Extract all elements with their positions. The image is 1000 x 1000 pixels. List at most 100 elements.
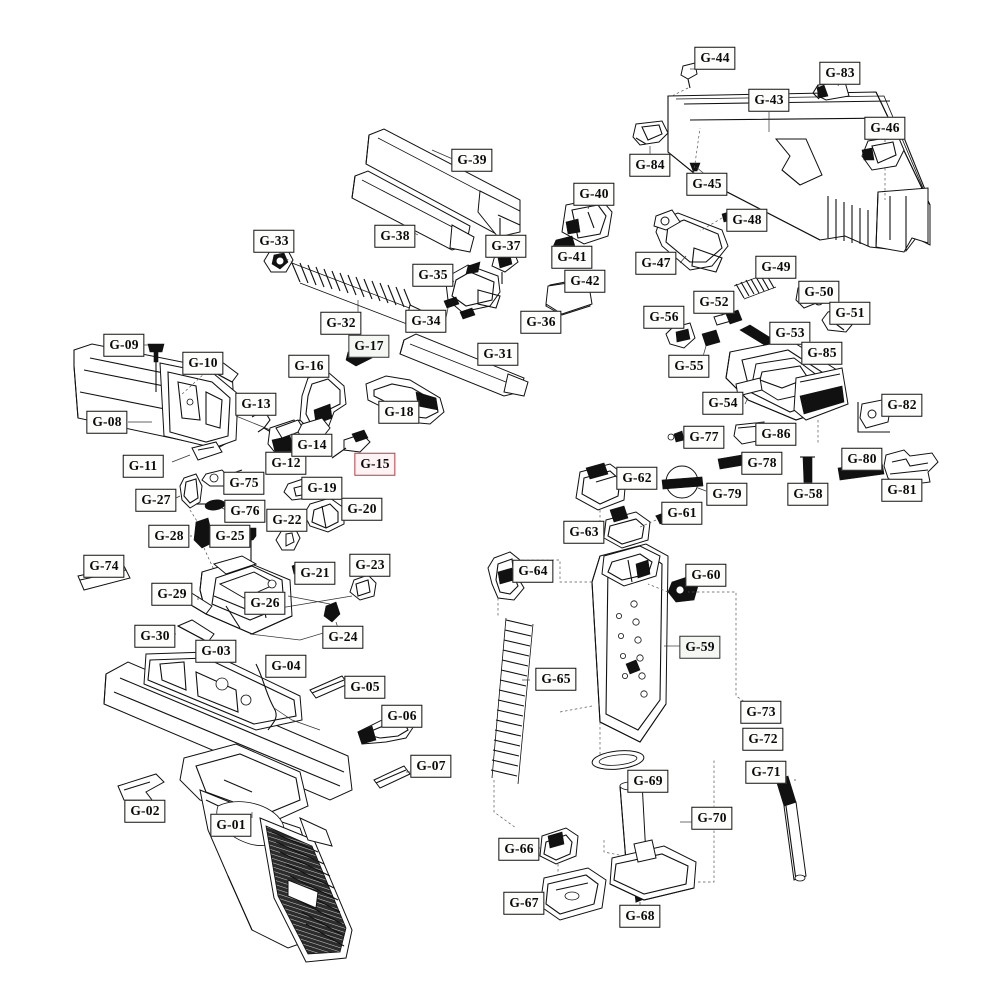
part-label-g-49[interactable]: G-49 [755, 255, 797, 279]
part-label-g-52[interactable]: G-52 [693, 290, 735, 314]
part-label-g-75[interactable]: G-75 [223, 471, 265, 495]
part-label-g-77[interactable]: G-77 [683, 425, 725, 449]
part-label-g-05[interactable]: G-05 [344, 675, 386, 699]
part-label-g-02[interactable]: G-02 [124, 799, 166, 823]
part-g71 [775, 775, 807, 882]
part-label-g-30[interactable]: G-30 [134, 624, 176, 648]
part-label-g-09[interactable]: G-09 [103, 333, 145, 357]
part-label-g-74[interactable]: G-74 [83, 554, 125, 578]
part-label-g-45[interactable]: G-45 [686, 172, 728, 196]
part-label-g-11[interactable]: G-11 [122, 454, 164, 478]
part-g22 [275, 524, 301, 551]
part-label-g-14[interactable]: G-14 [291, 433, 333, 457]
part-label-g-36[interactable]: G-36 [520, 310, 562, 334]
part-label-g-27[interactable]: G-27 [135, 488, 177, 512]
part-label-g-25[interactable]: G-25 [209, 524, 251, 548]
part-label-g-03[interactable]: G-03 [195, 639, 237, 663]
part-g65-spring [490, 617, 534, 829]
part-label-g-83[interactable]: G-83 [819, 61, 861, 85]
part-label-g-04[interactable]: G-04 [265, 654, 307, 678]
part-label-g-86[interactable]: G-86 [755, 422, 797, 446]
part-label-g-66[interactable]: G-66 [498, 837, 540, 861]
part-label-g-28[interactable]: G-28 [148, 524, 190, 548]
part-label-g-06[interactable]: G-06 [381, 704, 423, 728]
part-label-g-33[interactable]: G-33 [253, 229, 295, 253]
part-label-g-76[interactable]: G-76 [224, 499, 266, 523]
part-label-g-23[interactable]: G-23 [349, 553, 391, 577]
part-label-g-84[interactable]: G-84 [629, 153, 671, 177]
part-label-g-60[interactable]: G-60 [685, 563, 727, 587]
part-label-g-68[interactable]: G-68 [619, 904, 661, 928]
part-label-g-46[interactable]: G-46 [864, 116, 906, 140]
part-label-g-43[interactable]: G-43 [748, 88, 790, 112]
part-label-g-55[interactable]: G-55 [668, 354, 710, 378]
part-label-g-12[interactable]: G-12 [265, 451, 307, 475]
part-label-g-20[interactable]: G-20 [341, 497, 383, 521]
part-label-g-21[interactable]: G-21 [294, 561, 336, 585]
part-g67 [539, 867, 607, 921]
part-label-g-26[interactable]: G-26 [244, 591, 286, 615]
part-g35 [445, 261, 501, 313]
part-label-g-81[interactable]: G-81 [881, 478, 923, 502]
part-label-g-85[interactable]: G-85 [801, 341, 843, 365]
part-g11 [171, 441, 223, 463]
part-label-g-42[interactable]: G-42 [564, 269, 606, 293]
part-label-g-41[interactable]: G-41 [551, 245, 593, 269]
part-g33 [263, 246, 294, 273]
part-label-g-15[interactable]: G-15 [354, 452, 396, 476]
part-label-g-37[interactable]: G-37 [485, 234, 527, 258]
part-label-g-38[interactable]: G-38 [374, 224, 416, 248]
part-label-g-16[interactable]: G-16 [288, 354, 330, 378]
part-label-g-63[interactable]: G-63 [563, 520, 605, 544]
part-label-g-01[interactable]: G-01 [210, 813, 252, 837]
part-label-g-40[interactable]: G-40 [573, 182, 615, 206]
part-g18 [365, 375, 445, 425]
part-label-g-71[interactable]: G-71 [745, 760, 787, 784]
part-label-g-13[interactable]: G-13 [235, 392, 277, 416]
part-label-g-44[interactable]: G-44 [694, 46, 736, 70]
part-label-g-50[interactable]: G-50 [798, 280, 840, 304]
part-label-g-19[interactable]: G-19 [301, 476, 343, 500]
part-label-g-69[interactable]: G-69 [627, 769, 669, 793]
part-label-g-80[interactable]: G-80 [841, 447, 883, 471]
part-label-g-48[interactable]: G-48 [726, 208, 768, 232]
part-label-g-82[interactable]: G-82 [881, 393, 923, 417]
part-label-g-22[interactable]: G-22 [266, 508, 308, 532]
part-g15 [331, 429, 371, 459]
part-label-g-39[interactable]: G-39 [451, 148, 493, 172]
part-label-g-07[interactable]: G-07 [410, 754, 452, 778]
part-g24 [323, 601, 341, 629]
part-label-g-62[interactable]: G-62 [616, 466, 658, 490]
part-label-g-54[interactable]: G-54 [702, 391, 744, 415]
part-label-g-61[interactable]: G-61 [661, 501, 703, 525]
part-label-g-32[interactable]: G-32 [320, 311, 362, 335]
part-label-g-59[interactable]: G-59 [679, 635, 721, 659]
part-g62 [575, 462, 627, 524]
part-label-g-78[interactable]: G-78 [741, 451, 783, 475]
part-label-g-10[interactable]: G-10 [182, 351, 224, 375]
part-label-g-56[interactable]: G-56 [643, 305, 685, 329]
part-label-g-58[interactable]: G-58 [787, 482, 829, 506]
part-label-g-65[interactable]: G-65 [535, 667, 577, 691]
part-g40 [561, 197, 613, 245]
part-label-g-53[interactable]: G-53 [769, 321, 811, 345]
part-label-g-64[interactable]: G-64 [512, 559, 554, 583]
part-label-g-29[interactable]: G-29 [151, 582, 193, 606]
part-label-g-73[interactable]: G-73 [740, 700, 782, 724]
part-label-g-79[interactable]: G-79 [706, 482, 748, 506]
part-g07 [373, 765, 411, 789]
part-label-g-67[interactable]: G-67 [503, 891, 545, 915]
part-label-g-17[interactable]: G-17 [348, 334, 390, 358]
part-label-g-24[interactable]: G-24 [322, 625, 364, 649]
part-label-g-70[interactable]: G-70 [691, 806, 733, 830]
part-label-g-72[interactable]: G-72 [742, 727, 784, 751]
part-label-g-08[interactable]: G-08 [86, 410, 128, 434]
part-label-g-18[interactable]: G-18 [378, 400, 420, 424]
part-label-g-47[interactable]: G-47 [635, 251, 677, 275]
part-label-g-31[interactable]: G-31 [477, 342, 519, 366]
part-label-g-51[interactable]: G-51 [829, 301, 871, 325]
part-label-g-34[interactable]: G-34 [405, 309, 447, 333]
part-g66 [538, 827, 579, 880]
part-label-g-35[interactable]: G-35 [412, 263, 454, 287]
